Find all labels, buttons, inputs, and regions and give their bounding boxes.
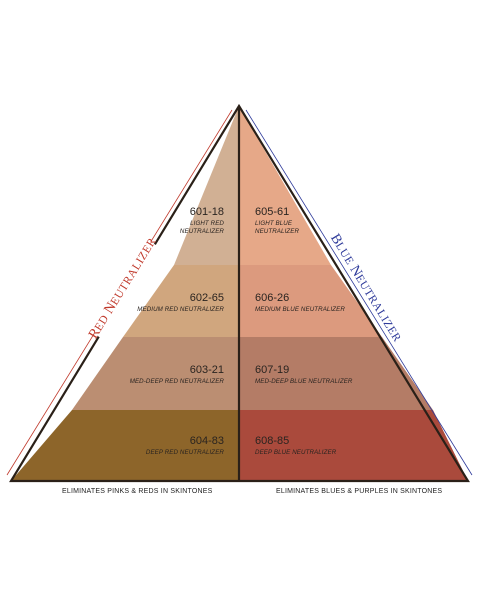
tier-desc: DEEP BLUE NEUTRALIZER bbox=[255, 449, 337, 456]
tier-code: 602-65 bbox=[190, 292, 224, 304]
tier-code: 608-85 bbox=[255, 435, 289, 447]
tier-601-18 bbox=[174, 106, 239, 265]
tier-desc: NEUTRALIZER bbox=[255, 228, 300, 235]
tier-code: 603-21 bbox=[190, 364, 224, 376]
tier-607-19 bbox=[239, 337, 433, 410]
tier-603-21 bbox=[72, 337, 239, 410]
tier-desc: MED-DEEP RED NEUTRALIZER bbox=[130, 378, 225, 385]
tier-code: 607-19 bbox=[255, 364, 289, 376]
tier-desc: DEEP RED NEUTRALIZER bbox=[146, 449, 225, 456]
tier-code: 604-83 bbox=[190, 435, 224, 447]
tier-desc: NEUTRALIZER bbox=[180, 228, 225, 235]
tier-desc: MEDIUM RED NEUTRALIZER bbox=[137, 306, 224, 313]
tier-604-83 bbox=[11, 410, 239, 481]
tier-code: 601-18 bbox=[190, 206, 224, 218]
footer-left-caption: ELIMINATES PINKS & REDS IN SKINTONES bbox=[62, 488, 213, 495]
tier-desc: LIGHT BLUE bbox=[255, 220, 293, 227]
blue-guide-line bbox=[245, 109, 473, 476]
tier-608-85 bbox=[239, 410, 468, 481]
tier-desc: LIGHT RED bbox=[190, 220, 224, 227]
tier-code: 606-26 bbox=[255, 292, 289, 304]
tier-desc: MED-DEEP BLUE NEUTRALIZER bbox=[255, 378, 353, 385]
tier-desc: MEDIUM BLUE NEUTRALIZER bbox=[255, 306, 345, 313]
tier-606-26 bbox=[239, 265, 382, 337]
tier-602-65 bbox=[123, 265, 239, 337]
footer-right-caption: ELIMINATES BLUES & PURPLES IN SKINTONES bbox=[276, 488, 443, 495]
tier-code: 605-61 bbox=[255, 206, 289, 218]
